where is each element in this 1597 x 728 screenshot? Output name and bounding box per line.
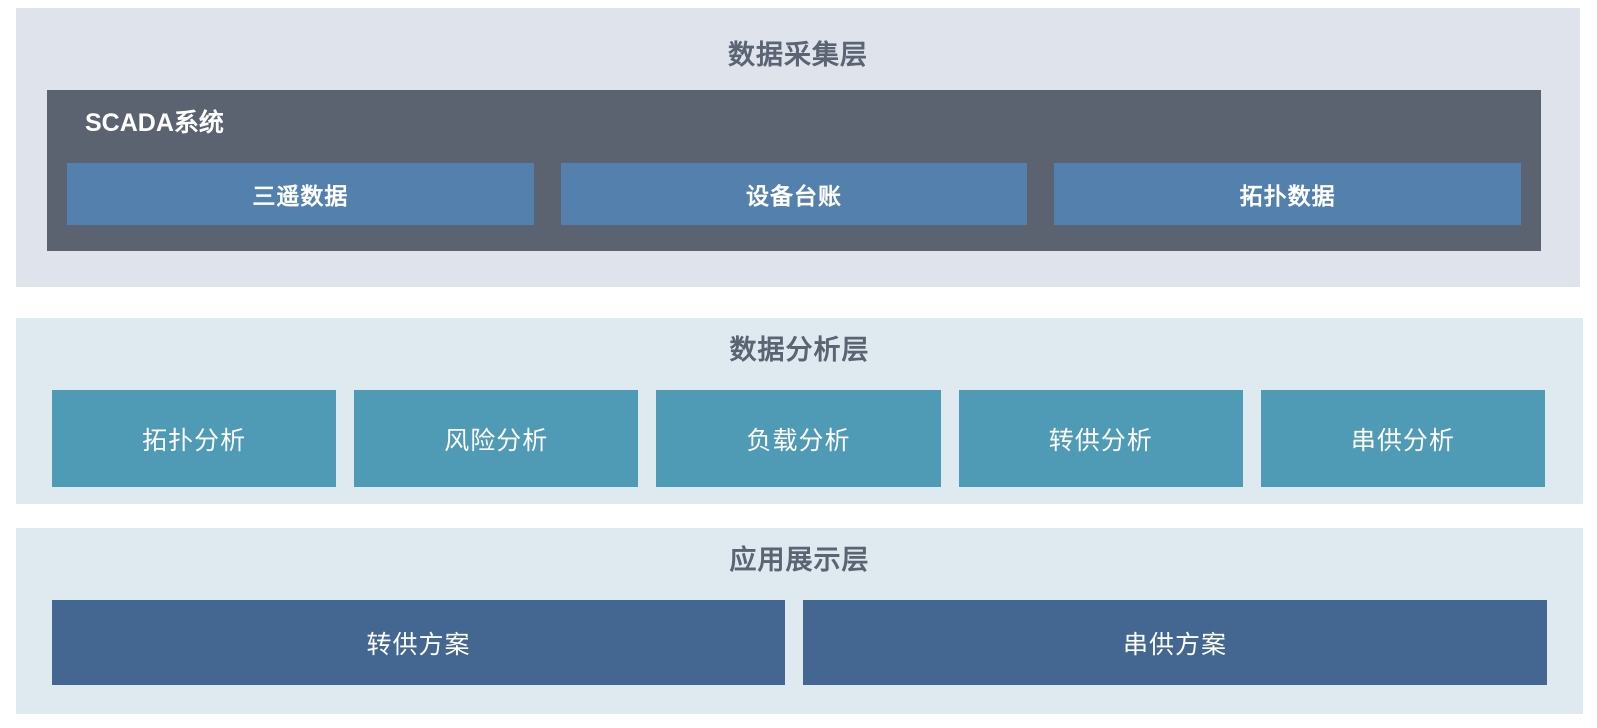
application-box-transfer-supply-plan[interactable]: 转供方案 — [52, 600, 786, 685]
layer-title-data-analysis: 数据分析层 — [729, 335, 870, 365]
scada-box-topology-data[interactable]: 拓扑数据 — [1054, 163, 1522, 225]
analysis-box-risk[interactable]: 风险分析 — [354, 390, 639, 487]
scada-box-group: 三遥数据 设备台账 拓扑数据 — [67, 163, 1522, 225]
analysis-box-load[interactable]: 负载分析 — [656, 390, 941, 487]
application-box-group: 转供方案 串供方案 — [52, 600, 1547, 685]
scada-panel-title: SCADA系统 — [85, 109, 224, 137]
scada-box-equipment-ledger[interactable]: 设备台账 — [560, 163, 1028, 225]
layer-application-presentation: 应用展示层 转供方案 串供方案 — [16, 528, 1583, 714]
analysis-box-group: 拓扑分析 风险分析 负载分析 转供分析 串供分析 — [52, 390, 1546, 487]
analysis-box-transfer-supply[interactable]: 转供分析 — [958, 390, 1243, 487]
scada-box-telemetry[interactable]: 三遥数据 — [67, 163, 534, 225]
analysis-box-topology[interactable]: 拓扑分析 — [52, 390, 337, 487]
layer-data-collection: 数据采集层 SCADA系统 三遥数据 设备台账 拓扑数据 — [16, 8, 1580, 287]
scada-panel: SCADA系统 三遥数据 设备台账 拓扑数据 — [47, 90, 1541, 251]
layer-title-application-presentation: 应用展示层 — [729, 545, 870, 575]
analysis-box-series-supply[interactable]: 串供分析 — [1260, 390, 1546, 487]
application-box-series-supply-plan[interactable]: 串供方案 — [803, 600, 1547, 685]
layer-title-data-collection: 数据采集层 — [728, 40, 868, 70]
layer-data-analysis: 数据分析层 拓扑分析 风险分析 负载分析 转供分析 串供分析 — [16, 318, 1583, 504]
